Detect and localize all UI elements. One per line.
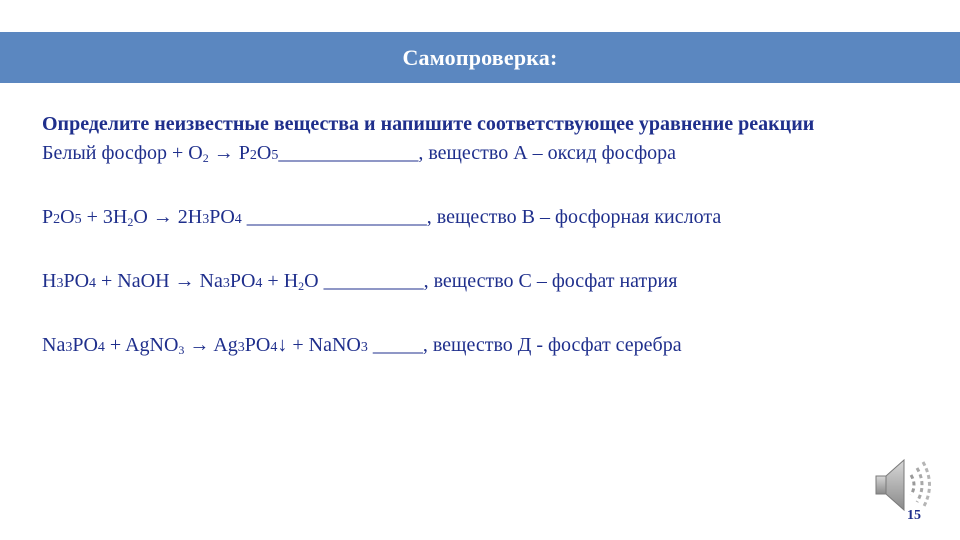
eq2-idx: 5 (74, 212, 82, 227)
eq4-idx: 3 (237, 340, 245, 355)
eq1-part: O (256, 142, 272, 164)
spacer (42, 173, 922, 203)
equation-line-3: H3PO4 + NaOH → Na3PO4 + H2O __________, … (42, 267, 922, 301)
eq2-part: PO (209, 206, 235, 228)
eq4-idx: 4 (270, 340, 278, 355)
slide-content: Определите неизвестные вещества и напиши… (42, 110, 922, 365)
equation-line-2: P2O5 + 3H2O → 2H3PO4 __________________,… (42, 203, 922, 237)
eq4-answer: _____, вещество Д - фосфат серебра (367, 334, 682, 356)
eq3-part: H (42, 270, 57, 292)
eq3-part: PO (63, 270, 90, 292)
eq4-part: PO (244, 334, 271, 356)
eq2-idx: 2 (53, 212, 61, 227)
eq1-part: Белый фосфор + O (42, 142, 203, 164)
eq1-idx: 5 (271, 148, 279, 163)
eq3-idx: 4 (255, 276, 263, 291)
eq4-idx: 4 (97, 340, 105, 355)
eq2-part: O (60, 206, 75, 228)
eq1-answer: ______________, вещество А – оксид фосфо… (278, 142, 677, 164)
eq3-idx: 3 (56, 276, 64, 291)
eq3-part: + H (262, 270, 299, 292)
eq4-idx: 3 (360, 340, 368, 355)
eq4-idx: 3 (65, 340, 73, 355)
eq3-part: + NaOH → Na (96, 270, 223, 292)
page-number: 15 (907, 508, 921, 523)
eq3-answer: O __________, вещество С – фосфат натрия (304, 270, 678, 292)
equation-line-4: Na3PO4 + AgNO3 → Ag3PO4↓ + NaNO3 _____, … (42, 331, 922, 365)
eq3-idx: 3 (222, 276, 230, 291)
eq2-idx: 4 (234, 212, 242, 227)
eq3-sub: 2 (298, 279, 305, 293)
eq4-part: PO (72, 334, 98, 356)
slide-title: Самопроверка: (402, 44, 558, 70)
eq4-part: Na (42, 334, 66, 356)
eq2-part: O → 2H (133, 206, 203, 228)
eq3-idx: 4 (89, 276, 97, 291)
eq3-part: PO (229, 270, 256, 292)
eq4-part: ↓ + NaNO (277, 334, 361, 356)
eq2-sub: 2 (127, 215, 134, 229)
eq4-part: → Ag (184, 334, 238, 356)
eq1-part: → P (208, 142, 250, 164)
eq4-part: + AgNO (104, 334, 179, 356)
spacer (42, 301, 922, 331)
eq1-sub: 2 (202, 151, 209, 165)
task-text: Определите неизвестные вещества и напиши… (42, 113, 815, 135)
eq4-sub: 3 (178, 343, 185, 357)
speaker-icon[interactable] (874, 456, 936, 514)
spacer (42, 237, 922, 267)
eq1-idx: 2 (249, 148, 257, 163)
eq2-part: + 3H (81, 206, 128, 228)
eq2-answer: __________________, вещество В – фосфорн… (241, 206, 722, 228)
eq2-part: P (42, 206, 54, 228)
title-bar: Самопроверка: (0, 32, 960, 83)
equation-line-1: Белый фосфор + O2 → P2O5______________, … (42, 139, 922, 173)
eq2-idx: 3 (202, 212, 210, 227)
